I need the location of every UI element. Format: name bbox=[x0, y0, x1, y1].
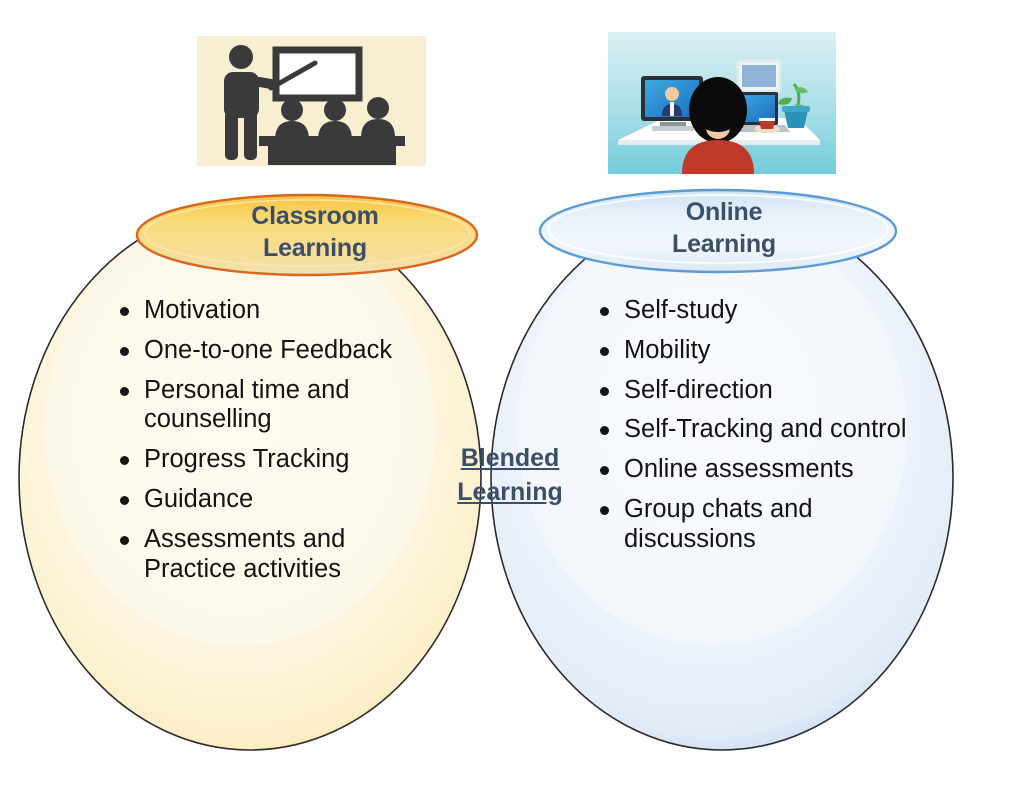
list-item: Mobility bbox=[596, 336, 926, 366]
list-item: Self-Tracking and control bbox=[596, 415, 926, 445]
list-item: Guidance bbox=[116, 485, 421, 515]
list-item: Self-direction bbox=[596, 376, 926, 406]
classroom-learning-list: Motivation One-to-one Feedback Personal … bbox=[116, 296, 421, 595]
list-item: Assessments and Practice activities bbox=[116, 525, 421, 585]
online-learning-image bbox=[608, 32, 836, 174]
online-learning-list: Self-study Mobility Self-direction Self-… bbox=[596, 296, 926, 565]
left-title-cap bbox=[135, 193, 479, 277]
right-circle-group bbox=[490, 205, 954, 751]
list-item: Self-study bbox=[596, 296, 926, 326]
left-circle-group bbox=[18, 205, 482, 751]
list-item: Online assessments bbox=[596, 455, 926, 485]
overlap-label: Blended Learning bbox=[457, 444, 563, 506]
list-item: Motivation bbox=[116, 296, 421, 326]
classroom-learning-image bbox=[197, 36, 426, 166]
list-item: Personal time and counselling bbox=[116, 376, 421, 436]
right-title-cap-group bbox=[538, 188, 898, 274]
classroom-illustration-icon bbox=[197, 36, 426, 166]
left-title-cap-group bbox=[135, 193, 479, 277]
list-item: One-to-one Feedback bbox=[116, 336, 421, 366]
right-circle-highlight bbox=[517, 215, 907, 645]
left-title-cap-inner bbox=[144, 199, 470, 267]
left-circle-highlight bbox=[45, 215, 435, 645]
right-title-cap-inner bbox=[547, 194, 889, 264]
online-learning-illustration-icon bbox=[608, 32, 836, 174]
right-title-cap bbox=[538, 188, 898, 274]
list-item: Progress Tracking bbox=[116, 445, 421, 475]
list-item: Group chats and discussions bbox=[596, 495, 926, 555]
